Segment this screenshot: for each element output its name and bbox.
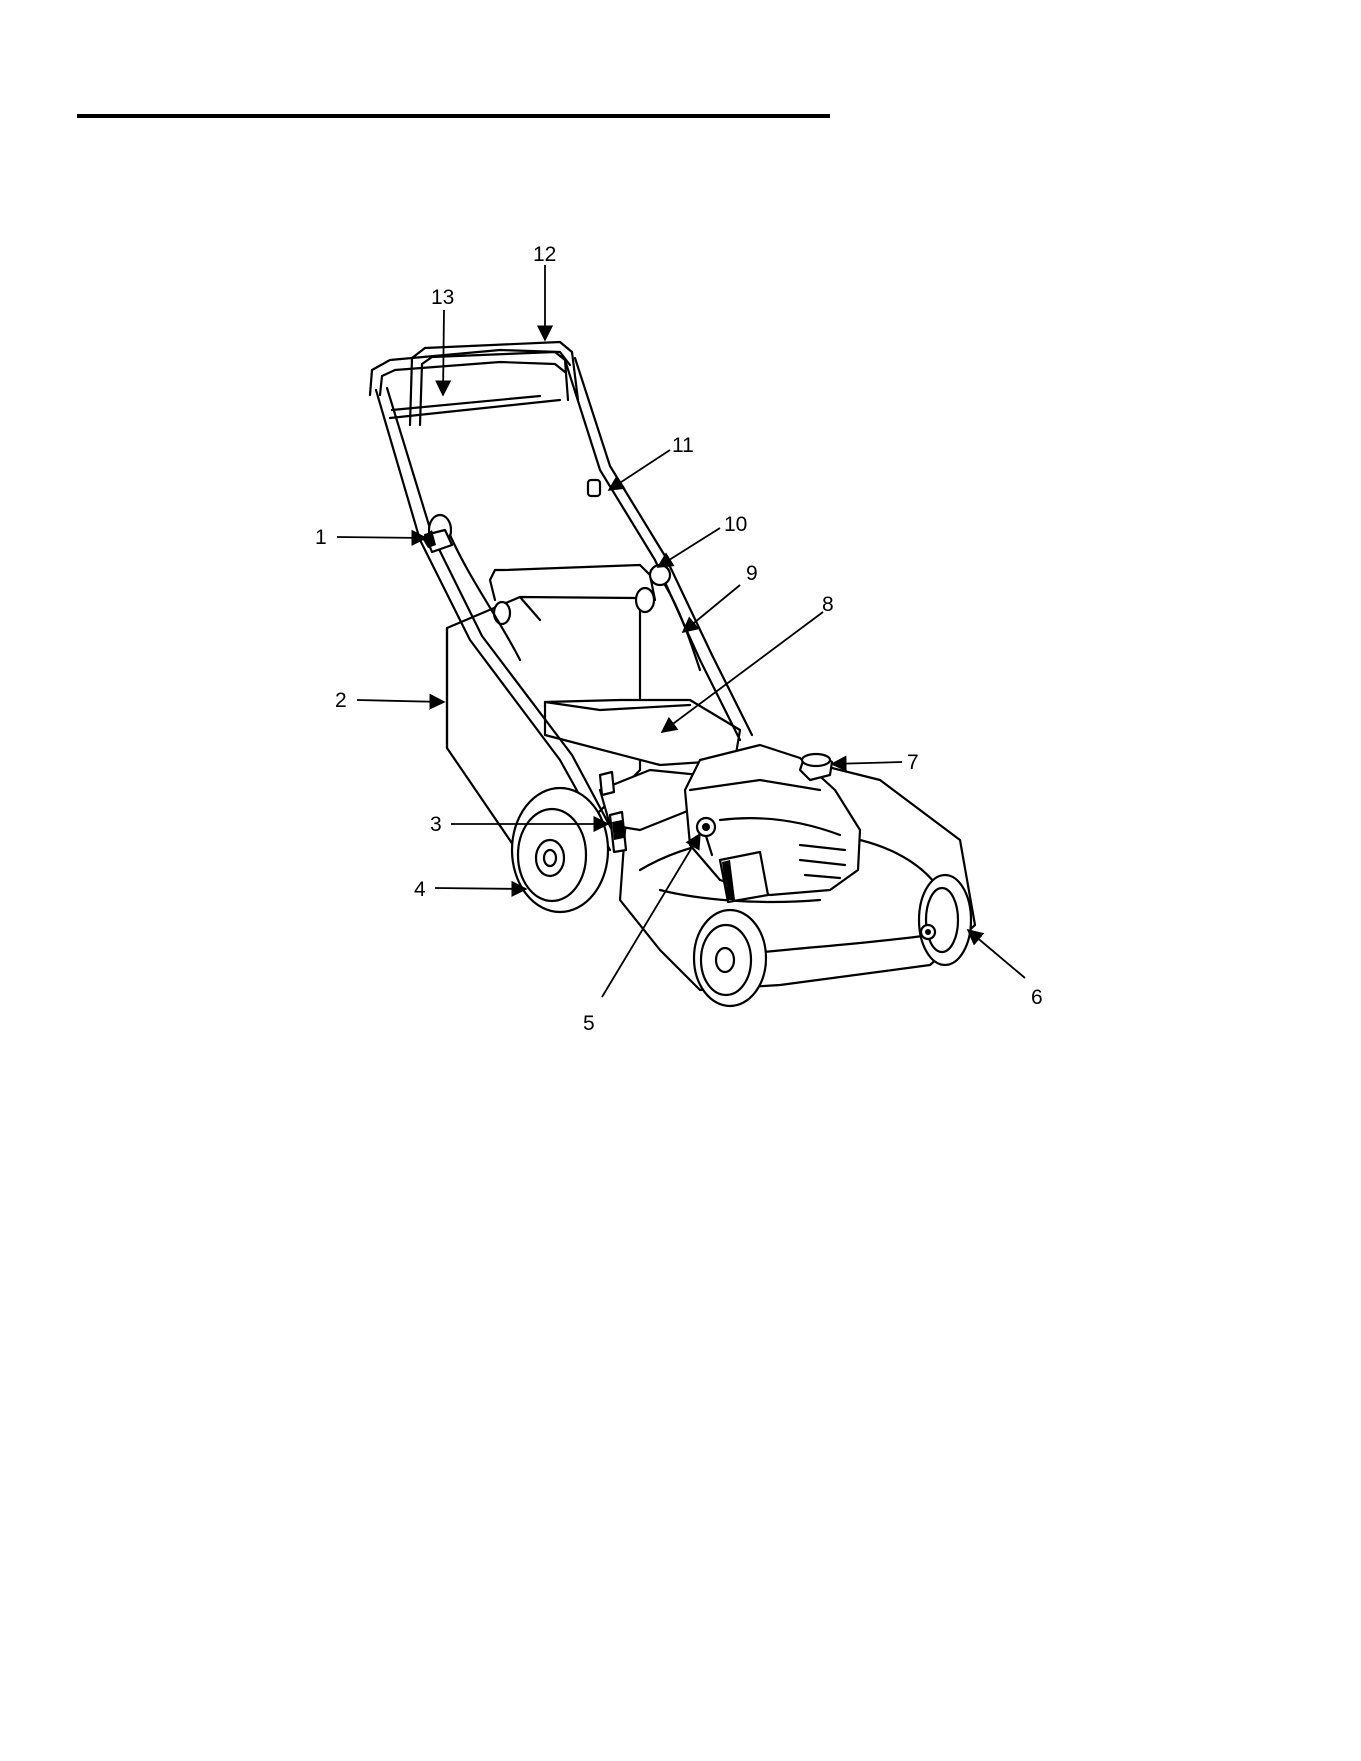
callout-5: 5 <box>583 1012 595 1035</box>
front-left-wheel <box>694 910 766 1006</box>
callout-10: 10 <box>724 513 747 536</box>
callout-4: 4 <box>414 878 426 901</box>
rear-left-wheel <box>512 788 608 912</box>
callout-8: 8 <box>822 593 834 616</box>
callout-2: 2 <box>335 689 347 712</box>
callout-11: 11 <box>672 434 694 457</box>
callout-3: 3 <box>430 813 442 836</box>
callout-12: 12 <box>533 243 556 266</box>
callout-13: 13 <box>431 286 454 309</box>
front-right-wheel <box>919 875 971 965</box>
callout-1: 1 <box>315 526 327 549</box>
callout-9: 9 <box>746 562 758 585</box>
callout-7: 7 <box>907 751 919 774</box>
callout-6: 6 <box>1031 986 1043 1009</box>
